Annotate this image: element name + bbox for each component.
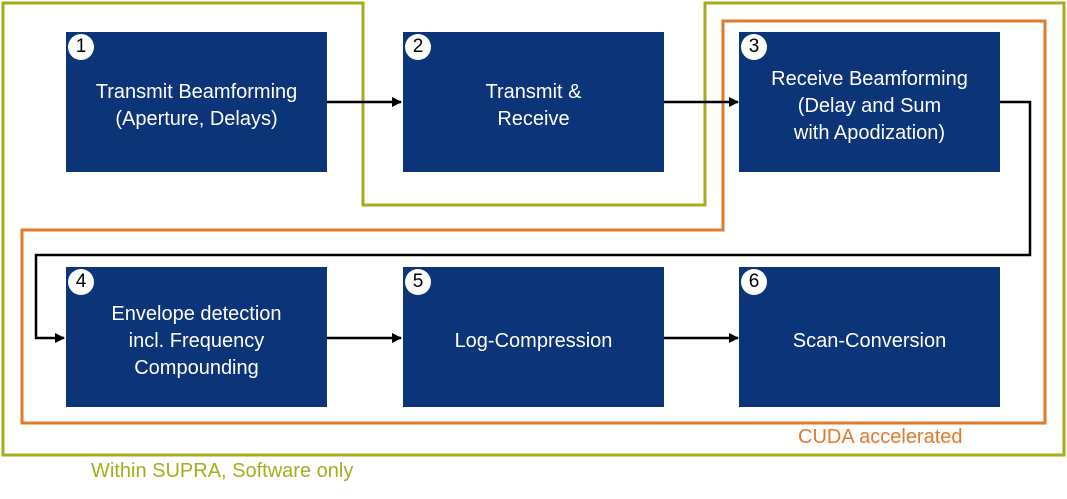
cuda-boundary bbox=[20, 19, 1047, 425]
step-number-3: 3 bbox=[741, 34, 767, 60]
step-number-1: 1 bbox=[68, 34, 94, 60]
step-label-1: Transmit Beamforming (Aperture, Delays) bbox=[95, 81, 298, 130]
legend-cuda-accelerated: CUDA accelerated bbox=[798, 426, 963, 448]
step-box-4: 4 Envelope detection incl. Frequency Com… bbox=[66, 267, 327, 407]
legend-within-supra: Within SUPRA, Software only bbox=[91, 460, 354, 482]
arrow-3-to-4 bbox=[34, 100, 1032, 343]
step-label-5: Log-Compression bbox=[454, 329, 613, 352]
step-label-6: Scan-Conversion bbox=[792, 329, 947, 352]
step-box-6: 6 Scan-Conversion bbox=[739, 267, 1000, 407]
step-label-3: Receive Beamforming (Delay and Sum with … bbox=[771, 67, 968, 144]
step-box-2: 2 Transmit & Receive bbox=[403, 32, 664, 172]
step-number-2: 2 bbox=[405, 34, 431, 60]
step-number-5: 5 bbox=[405, 269, 431, 295]
step-label-4: Envelope detection incl. Frequency Compo… bbox=[111, 302, 282, 379]
supra-boundary bbox=[1, 1, 1066, 457]
step-label-2: Transmit & Receive bbox=[485, 81, 582, 130]
step-box-1: 1 Transmit Beamforming (Aperture, Delays… bbox=[66, 32, 327, 172]
step-box-5: 5 Log-Compression bbox=[403, 267, 664, 407]
step-number-6: 6 bbox=[741, 269, 767, 295]
step-number-4: 4 bbox=[68, 269, 94, 295]
step-box-3: 3 Receive Beamforming (Delay and Sum wit… bbox=[739, 32, 1000, 172]
